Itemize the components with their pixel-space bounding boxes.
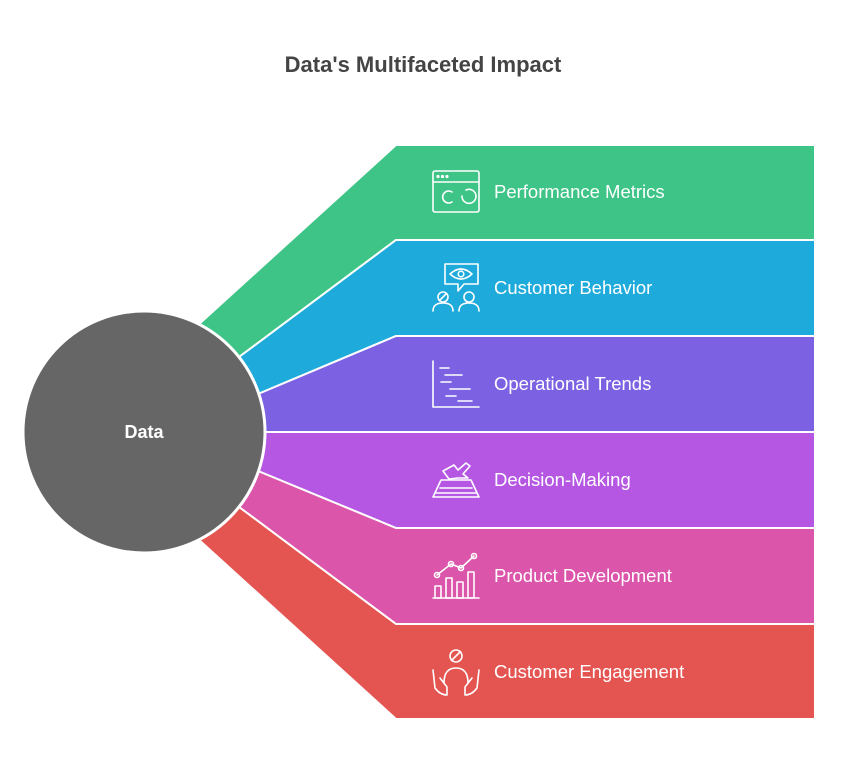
timeline-chart-icon [432,360,480,408]
hands-person-icon [432,649,480,696]
branch-label-customer-engagement: Customer Engagement [494,661,684,682]
branch-label-performance-metrics: Performance Metrics [494,181,665,202]
branch-label-product-development: Product Development [494,565,672,586]
branch-label-customer-behavior: Customer Behavior [494,277,652,298]
dashboard-window-icon [432,170,480,213]
growth-chart-icon [432,552,480,599]
branch-label-decision-making: Decision-Making [494,469,631,490]
people-eye-icon [432,263,480,312]
page-title: Data's Multifaceted Impact [284,52,562,77]
hub-label: Data [124,422,164,442]
departure-board-icon [432,462,480,498]
branch-label-operational-trends: Operational Trends [494,373,651,394]
hub-circle [21,309,267,555]
